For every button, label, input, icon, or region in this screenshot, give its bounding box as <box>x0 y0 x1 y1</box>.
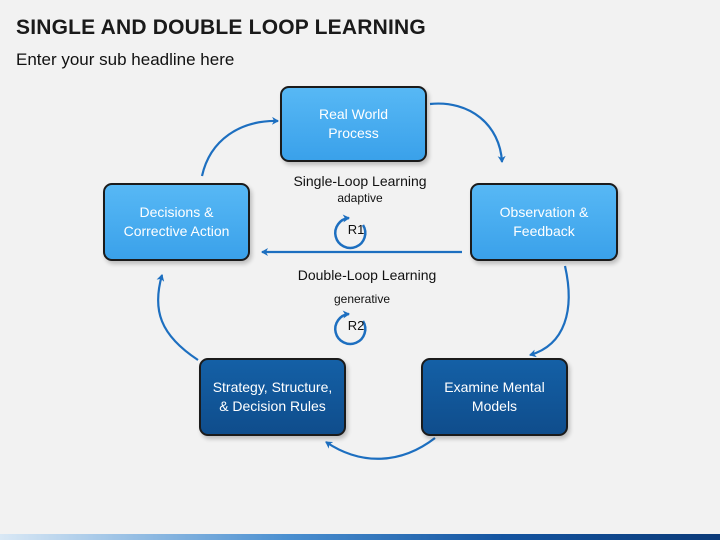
arrow-observation-to-examine <box>529 265 570 358</box>
arrow-examine-to-strategy <box>325 437 436 460</box>
single-loop-title: Single-Loop Learning <box>293 173 427 189</box>
arrow-real-to-observation <box>429 102 506 163</box>
node-examine-mental-models: Examine Mental Models <box>421 358 568 436</box>
page-title: SINGLE AND DOUBLE LOOP LEARNING <box>16 16 426 39</box>
footer-accent-bar <box>0 534 720 540</box>
double-loop-subtitle: generative <box>333 292 391 306</box>
r2-loop-icon <box>334 310 367 346</box>
single-loop-subtitle: adaptive <box>337 191 383 205</box>
node-real-world-process: Real World Process <box>280 86 427 162</box>
double-loop-tag: R2 <box>347 318 365 333</box>
double-loop-title: Double-Loop Learning <box>297 267 437 283</box>
arrow-strategy-to-decisions <box>156 274 199 361</box>
r1-loop-icon <box>334 214 367 250</box>
node-observation-feedback: Observation & Feedback <box>470 183 618 261</box>
arrow-decisions-to-real <box>200 116 279 177</box>
single-loop-tag: R1 <box>347 222 365 237</box>
page-subtitle: Enter your sub headline here <box>16 50 235 69</box>
node-decisions-corrective-action: Decisions & Corrective Action <box>103 183 250 261</box>
node-strategy-structure: Strategy, Structure, & Decision Rules <box>199 358 346 436</box>
